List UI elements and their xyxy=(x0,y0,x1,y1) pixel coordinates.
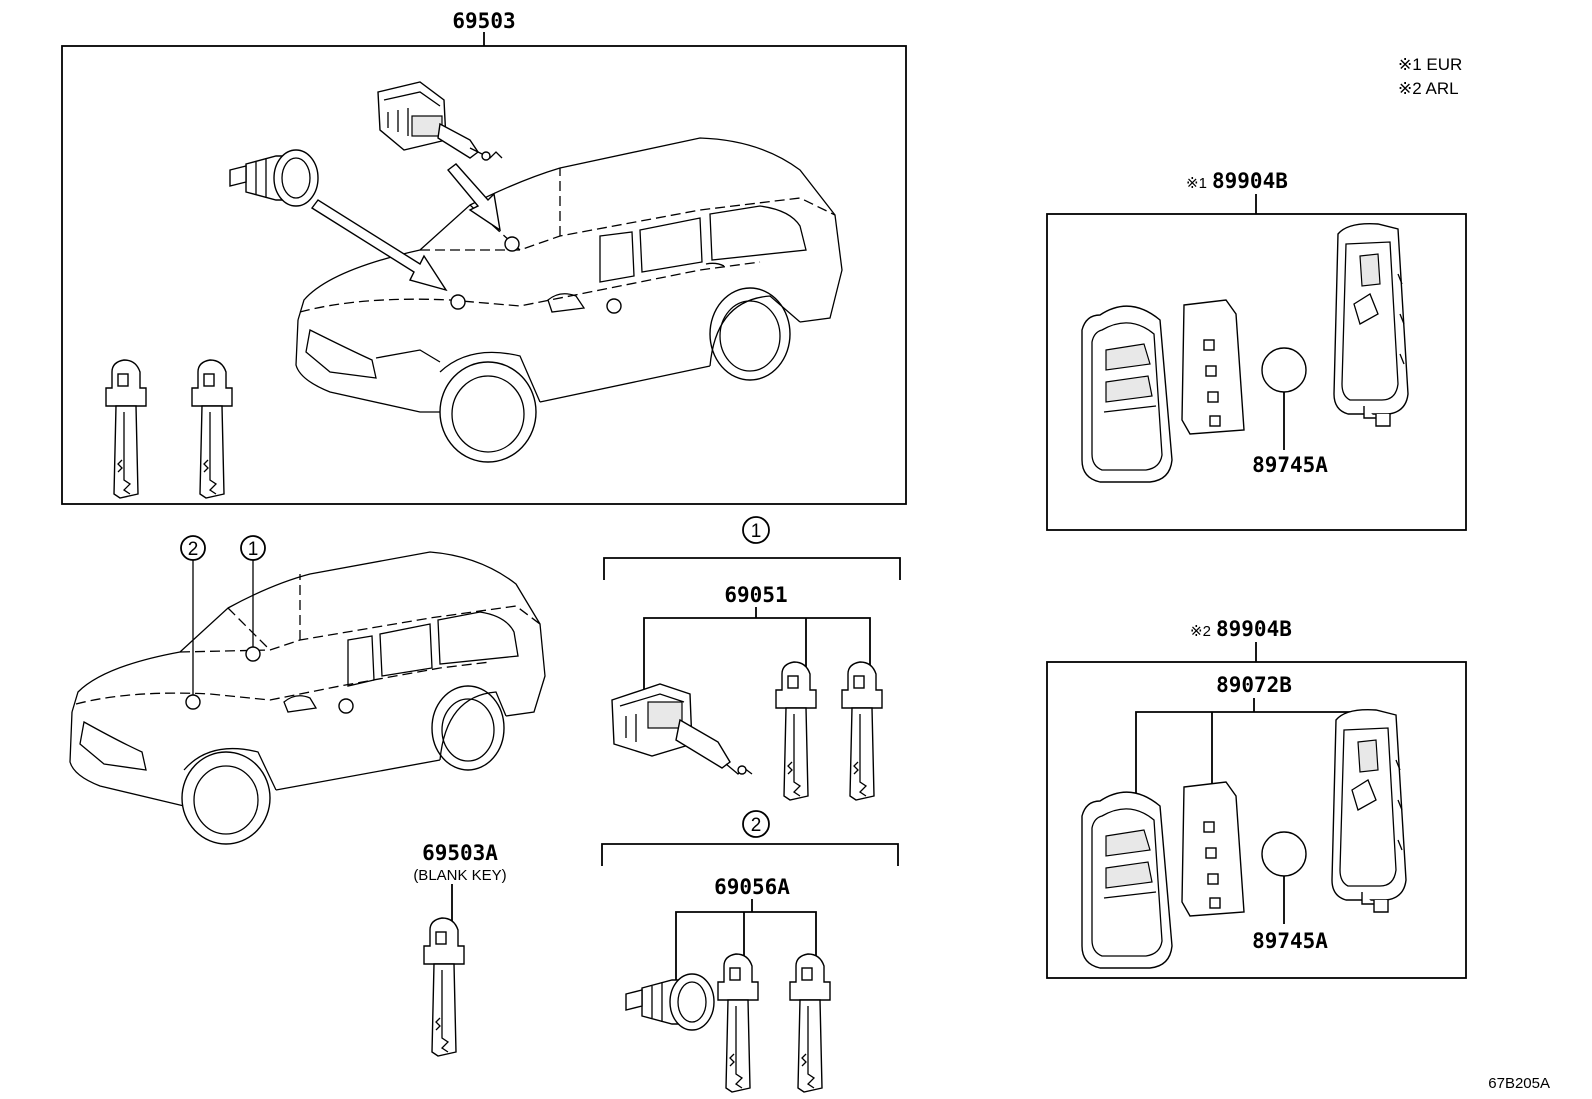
fob-shell-eur xyxy=(1081,305,1173,483)
key-set2-1 xyxy=(717,953,759,1093)
label-69056a: 69056A xyxy=(714,875,790,899)
key-set1-2 xyxy=(841,661,883,801)
arrow-to-hood xyxy=(310,199,448,292)
label-89904b-arl: 89904B xyxy=(1216,617,1292,641)
circle-ref-1-set xyxy=(742,516,770,544)
vehicle-illustration-top xyxy=(295,137,843,463)
label-blank-key: (BLANK KEY) xyxy=(413,867,506,884)
bracket-set-2 xyxy=(601,843,899,866)
circle-ref-2-set-label: 2 xyxy=(751,815,762,836)
fob-shell-arl xyxy=(1081,791,1173,969)
bracket-89072b xyxy=(1135,711,1367,798)
blank-key xyxy=(423,917,465,1057)
bracket-69056a xyxy=(675,911,817,984)
fob-back-arl xyxy=(1331,709,1407,913)
box-89904b-arl xyxy=(1046,661,1467,979)
mark-eur: ※1 xyxy=(1186,175,1207,192)
vehicle-illustration-bottom xyxy=(69,551,546,845)
door-lock-cylinder-set2 xyxy=(625,973,715,1031)
label-69503a: 69503A xyxy=(422,841,498,865)
battery-eur xyxy=(1261,347,1307,393)
diagram-code: 67B205A xyxy=(1488,1075,1550,1092)
bracket-69051 xyxy=(643,617,871,690)
label-89745a-arl: 89745A xyxy=(1252,929,1328,953)
circle-ref-1-set-label: 1 xyxy=(751,521,762,542)
box-69503 xyxy=(61,45,907,505)
fob-board-arl xyxy=(1181,781,1245,917)
box-89904b-eur xyxy=(1046,213,1467,531)
key-top-2 xyxy=(191,359,233,499)
label-89904b-eur: 89904B xyxy=(1212,169,1288,193)
key-set1-1 xyxy=(775,661,817,801)
circle-ref-2-set xyxy=(742,810,770,838)
ignition-switch-unit-top xyxy=(377,81,503,161)
key-top-1 xyxy=(105,359,147,499)
battery-arl xyxy=(1261,831,1307,877)
note-eur: ※1 EUR xyxy=(1398,55,1462,74)
arrow-to-windshield xyxy=(446,163,501,232)
label-89072b: 89072B xyxy=(1216,673,1292,697)
door-lock-cylinder-top xyxy=(229,149,319,207)
key-set2-2 xyxy=(789,953,831,1093)
circle-ref-2-car-label: 2 xyxy=(188,539,199,560)
fob-back-eur xyxy=(1333,223,1409,427)
fob-board-eur xyxy=(1181,299,1245,435)
label-69503: 69503 xyxy=(452,9,515,33)
bracket-set-1 xyxy=(603,557,901,580)
circle-ref-1-car-label: 1 xyxy=(248,539,259,560)
label-69051: 69051 xyxy=(724,583,787,607)
ignition-switch-unit-set1 xyxy=(611,683,753,775)
mark-arl: ※2 xyxy=(1190,623,1211,640)
label-89745a-eur: 89745A xyxy=(1252,453,1328,477)
note-arl: ※2 ARL xyxy=(1398,79,1459,98)
